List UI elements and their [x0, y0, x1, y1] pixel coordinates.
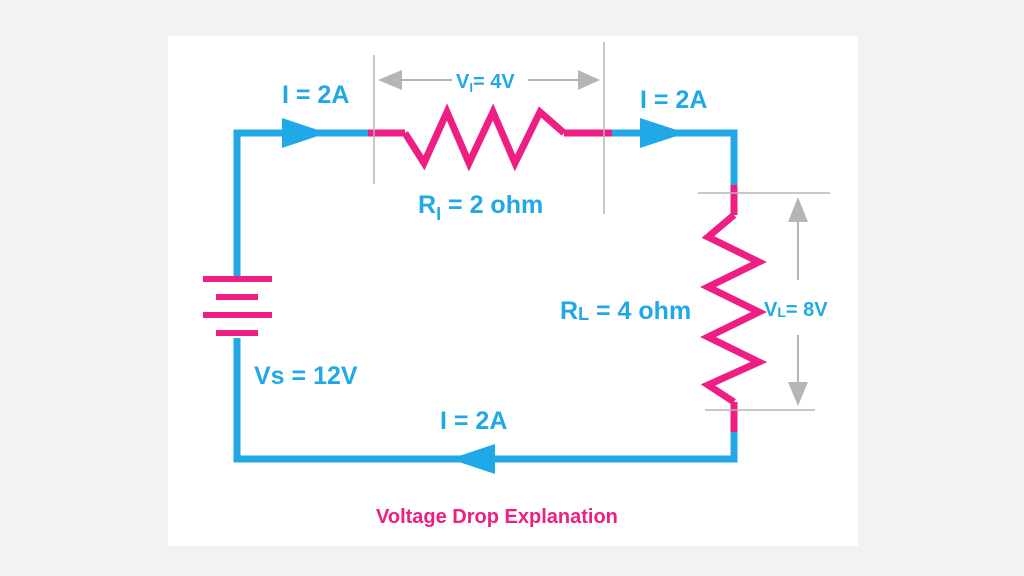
rl-label: RL = 4 ohm — [560, 297, 691, 325]
internal-resistor — [368, 103, 612, 172]
wire-bottom — [233, 338, 738, 463]
vi-dimension — [373, 42, 605, 214]
battery-icon — [203, 276, 272, 336]
current-label-top-left: I = 2A — [282, 81, 349, 109]
current-label-bottom: I = 2A — [440, 407, 507, 435]
vl-dimension — [698, 192, 830, 411]
vi-label: VI= 4V — [456, 71, 515, 95]
current-arrow-bottom-icon — [450, 444, 495, 474]
ri-label: RI = 2 ohm — [418, 191, 543, 224]
current-arrow-top-right-icon — [640, 118, 686, 148]
source-voltage-label: Vs = 12V — [254, 362, 358, 390]
load-resistor — [700, 185, 768, 432]
current-arrow-top-left-icon — [282, 118, 327, 148]
diagram-caption: Voltage Drop Explanation — [376, 506, 618, 528]
wire-top-right — [605, 129, 738, 185]
current-label-top-right: I = 2A — [640, 86, 707, 114]
wire-top-left — [233, 129, 368, 279]
vl-label: VL= 8V — [764, 299, 828, 321]
